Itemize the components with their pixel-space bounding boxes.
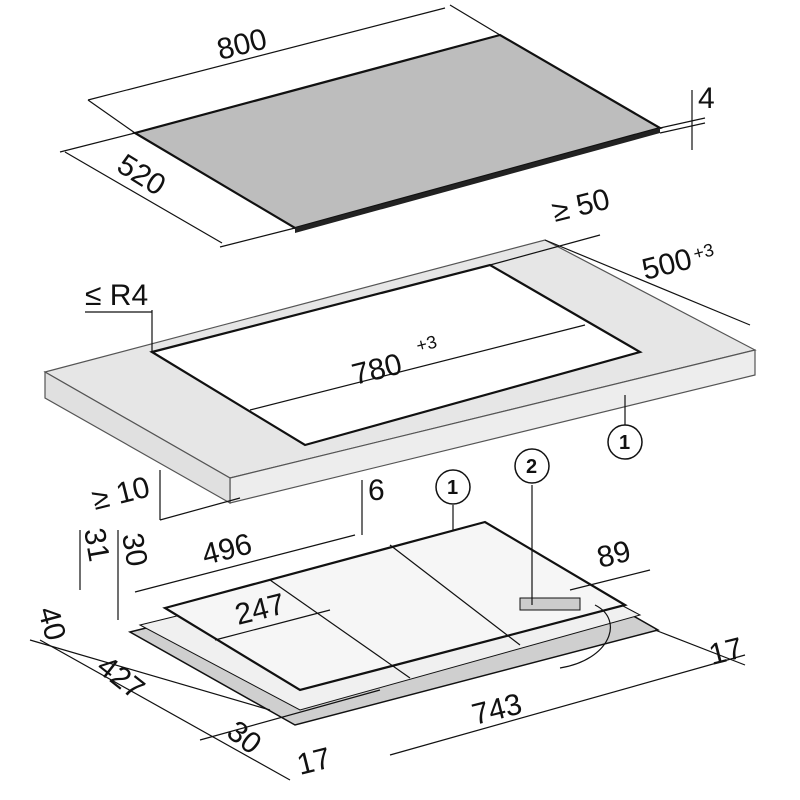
dim-4: 4 [698,82,715,115]
dim-89: 89 [594,535,634,575]
dim-6: 6 [368,474,385,507]
dim-500-tolerance: +3 [691,240,716,264]
dim-31: 31 [77,525,115,564]
dim-line-780 [249,324,586,411]
dim-line-520 [64,151,223,244]
dim-line-247 [214,609,331,641]
dim-500: 500 [639,243,696,287]
dim-496: 496 [199,528,256,572]
hob-body [29,470,746,781]
dim-743: 743 [469,688,526,732]
svg-text:2: 2 [526,456,537,478]
svg-text:1: 1 [447,477,458,499]
dim-line-500 [544,239,751,326]
dim-30-bottom: 30 [221,715,268,762]
dim-780-tolerance: +3 [414,332,439,356]
dim-40: 40 [31,603,72,644]
dim-line-427 [29,639,271,711]
dim-17-right: 17 [706,632,746,672]
dim-17-bottom: 17 [294,742,334,782]
dim-min-50: ≥ 50 [549,183,613,229]
dim-line-496 [134,534,356,593]
dim-520: 520 [111,148,171,203]
dim-line-743 [389,654,746,756]
svg-text:1: 1 [619,432,630,454]
worktop [43,234,757,505]
dim-radius: ≤ R4 [85,279,148,312]
glass-ceramic-top [59,4,706,248]
dim-800: 800 [214,23,271,67]
dim-line-800 [87,7,446,101]
dim-30-height: 30 [115,530,153,569]
callout-2-hob: 2 [514,448,550,484]
callout-1-hob: 1 [435,469,471,505]
dim-427: 427 [91,650,151,707]
dim-line-89 [569,569,651,591]
callout-1-worktop: 1 [607,424,643,460]
dim-min-10: ≥ 10 [89,471,153,517]
